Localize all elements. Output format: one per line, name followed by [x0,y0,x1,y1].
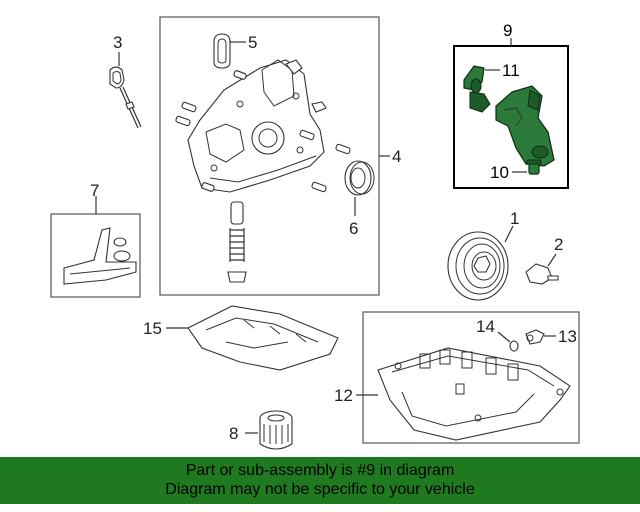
callout-1[interactable]: 1 [510,209,519,228]
crank-pulley-part[interactable] [447,231,509,301]
part-10-highlighted[interactable] [526,159,542,175]
relief-valve-spring-part[interactable] [227,201,247,283]
oil-pressure-sensor-part[interactable] [525,263,559,285]
banner-line-2: Diagram may not be specific to your vehi… [165,481,475,498]
oil-filter-part[interactable] [259,410,293,450]
drain-washer-part[interactable] [509,340,519,352]
exploded-parts-diagram: 3 5 [50,16,580,450]
oil-pan-group-box [362,311,580,444]
callout-13[interactable]: 13 [558,327,577,346]
part-11-highlighted[interactable] [463,65,491,113]
oil-pump-housing-part[interactable] [187,59,327,193]
callout-2[interactable]: 2 [554,235,563,254]
callout-12[interactable]: 12 [334,386,353,405]
info-banner: Part or sub-assembly is #9 in diagram Di… [0,457,640,504]
callout-15[interactable]: 15 [143,319,162,338]
dipstick-part[interactable] [109,66,142,129]
callout-10[interactable]: 10 [490,163,509,182]
callout-3[interactable]: 3 [113,33,122,52]
o-ring-part[interactable] [213,33,231,69]
oil-seal-part[interactable] [344,160,375,196]
oil-strainer-part[interactable] [63,227,137,285]
leader-14 [497,331,511,343]
pump-bolts-part[interactable] [175,70,351,193]
callout-4[interactable]: 4 [392,147,401,166]
oil-pan-part[interactable] [377,347,571,441]
drain-bolt-part[interactable] [525,329,545,345]
callout-7[interactable]: 7 [90,181,99,200]
callout-11[interactable]: 11 [502,61,520,80]
banner-line-1: Part or sub-assembly is #9 in diagram [185,462,455,479]
leader-1 [504,225,514,243]
baffle-plate-part[interactable] [187,305,339,371]
oil-filter-housing-highlighted[interactable] [495,85,555,167]
leader-2 [547,253,557,267]
callout-14[interactable]: 14 [476,317,495,336]
callout-6[interactable]: 6 [349,219,358,238]
callout-5[interactable]: 5 [248,33,257,52]
callout-8[interactable]: 8 [229,424,238,443]
callout-9[interactable]: 9 [503,21,512,40]
